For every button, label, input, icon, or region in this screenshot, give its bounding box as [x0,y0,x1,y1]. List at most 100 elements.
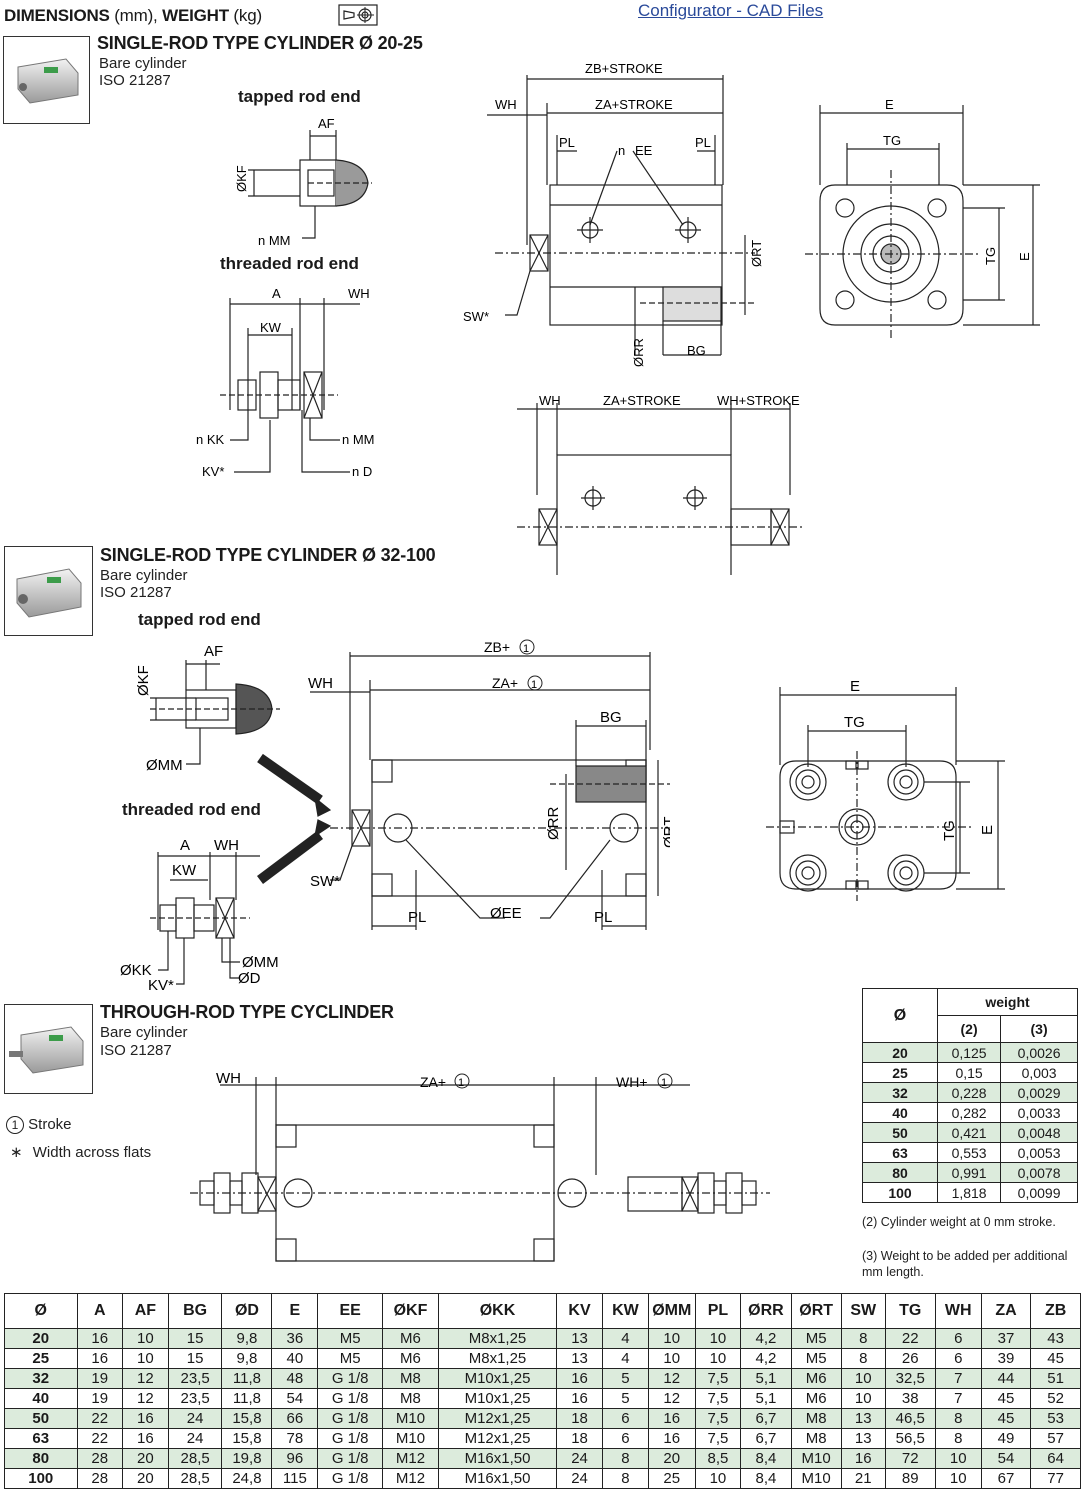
table-cell: 5 [601,1368,649,1389]
section-title-3: THROUGH-ROD TYPE CYCLINDER [100,1002,394,1022]
table-cell: 45 [980,1388,1032,1409]
table-cell: 16 [76,1328,124,1349]
table-cell: M6 [382,1328,439,1349]
table-header-cell: ØMM [647,1293,696,1329]
table-cell: 16 [647,1408,696,1429]
table-cell: 20 [647,1448,696,1469]
label-tg-4: TG [941,820,958,841]
table-cell: G 1/8 [317,1468,384,1489]
table-cell: 46,5 [884,1408,936,1429]
label-kv-2: KV* [148,977,174,994]
threaded-rod-end-label-1: threaded rod end [220,254,359,273]
table-cell-dia: 50 [4,1408,78,1429]
weight-cell-dia: 32 [862,1082,938,1103]
legend-stroke: 1 Stroke [6,1116,72,1134]
table-cell: 16 [122,1428,169,1449]
header-weight: WEIGHT [162,6,229,25]
table-header-cell: KV [556,1293,603,1329]
label-okf-2: ØKF [135,665,152,696]
table-cell: 54 [271,1388,319,1409]
table-cell: 22 [884,1328,936,1349]
table-cell: 15 [167,1348,223,1369]
table-cell: 18 [556,1408,603,1429]
table-cell: M6 [790,1368,842,1389]
table-cell: M8x1,25 [437,1328,558,1349]
label-zb-stroke-1: ZB+STROKE [585,61,663,76]
table-cell: 89 [884,1468,936,1489]
label-tg-3: TG [844,714,865,731]
label-za-circle: 1 [531,679,537,691]
table-header-cell: A [76,1293,124,1329]
table-cell: 24,8 [221,1468,273,1489]
legend-flats: ∗ Width across flats [10,1143,151,1161]
table-cell: M12x1,25 [437,1428,558,1449]
table-cell: 19 [76,1388,124,1409]
label-e-2: E [1017,252,1032,261]
table-cell: 66 [271,1408,319,1429]
table-cell: 8 [934,1408,982,1429]
table-cell: 45 [980,1408,1032,1429]
table-cell: 10 [122,1348,169,1369]
table-cell: M5 [790,1328,842,1349]
weight-col-3: (3) [1000,1015,1078,1043]
table-header-cell: ØD [221,1293,273,1329]
weight-col-2: (2) [936,1015,1002,1043]
table-cell: 16 [122,1408,169,1429]
table-cell: 24 [556,1468,603,1489]
legend-stroke-text: Stroke [28,1116,72,1133]
table-header-cell: ØRT [790,1293,842,1329]
weight-col-weight: weight [937,988,1078,1016]
table-cell: M5 [790,1348,842,1369]
label-nd-1: n D [352,464,372,479]
table-cell: 10 [694,1348,742,1369]
table-cell: M10x1,25 [437,1368,558,1389]
table-header-cell: AF [122,1293,169,1329]
table-cell: 28,5 [167,1448,223,1469]
table-cell: 4,2 [740,1348,792,1369]
table-cell: 16 [647,1428,696,1449]
table-cell: 18 [556,1428,603,1449]
table-cell: 4 [601,1348,649,1369]
label-e-3: E [850,678,860,695]
table-cell: 67 [980,1468,1032,1489]
weight-cell: 0,0078 [1000,1162,1078,1183]
section-title-2: SINGLE-ROD TYPE CYLINDER Ø 32-100 [100,545,436,565]
table-cell: 21 [840,1468,886,1489]
label-sw-2: SW* [310,873,340,890]
table-cell: M8 [790,1408,842,1429]
cylinder-drawing-2: AF ØKF ØMM A WH KW ØKK KV* ØMM ØD ZB+ 1 … [120,639,670,994]
label-za-stroke-2: ZA+STROKE [603,393,681,408]
configurator-cad-link[interactable]: Configurator - CAD Files [638,1,824,20]
table-cell: 57 [1030,1428,1081,1449]
table-cell: 23,5 [167,1368,223,1389]
label-nmm2-1: n MM [342,432,375,447]
table-cell: 10 [934,1448,982,1469]
weight-cell: 0,0053 [1000,1142,1078,1163]
label-pl-2: PL [695,135,711,150]
table-header-cell: ØKK [437,1293,558,1329]
label-oee-1: ØEE [490,905,522,922]
table-cell: 52 [1030,1388,1081,1409]
table-cell: 24 [167,1408,223,1429]
table-cell: 13 [840,1408,886,1429]
table-cell: 6,7 [740,1408,792,1429]
table-header-cell: KW [601,1293,649,1329]
weight-cell-dia: 40 [862,1102,938,1123]
table-cell: M16x1,50 [437,1448,558,1469]
table-cell: 77 [1030,1468,1081,1489]
table-cell: 15,8 [221,1408,273,1429]
table-cell: 16 [556,1388,603,1409]
table-header-cell: ZB [1030,1293,1081,1329]
label-za-2: ZA+ [420,1074,446,1090]
table-cell: 28,5 [167,1468,223,1489]
table-cell: 16 [840,1448,886,1469]
section-sub-2b: ISO 21287 [100,584,172,601]
table-header-cell: TG [884,1293,936,1329]
table-cell: M6 [790,1388,842,1409]
